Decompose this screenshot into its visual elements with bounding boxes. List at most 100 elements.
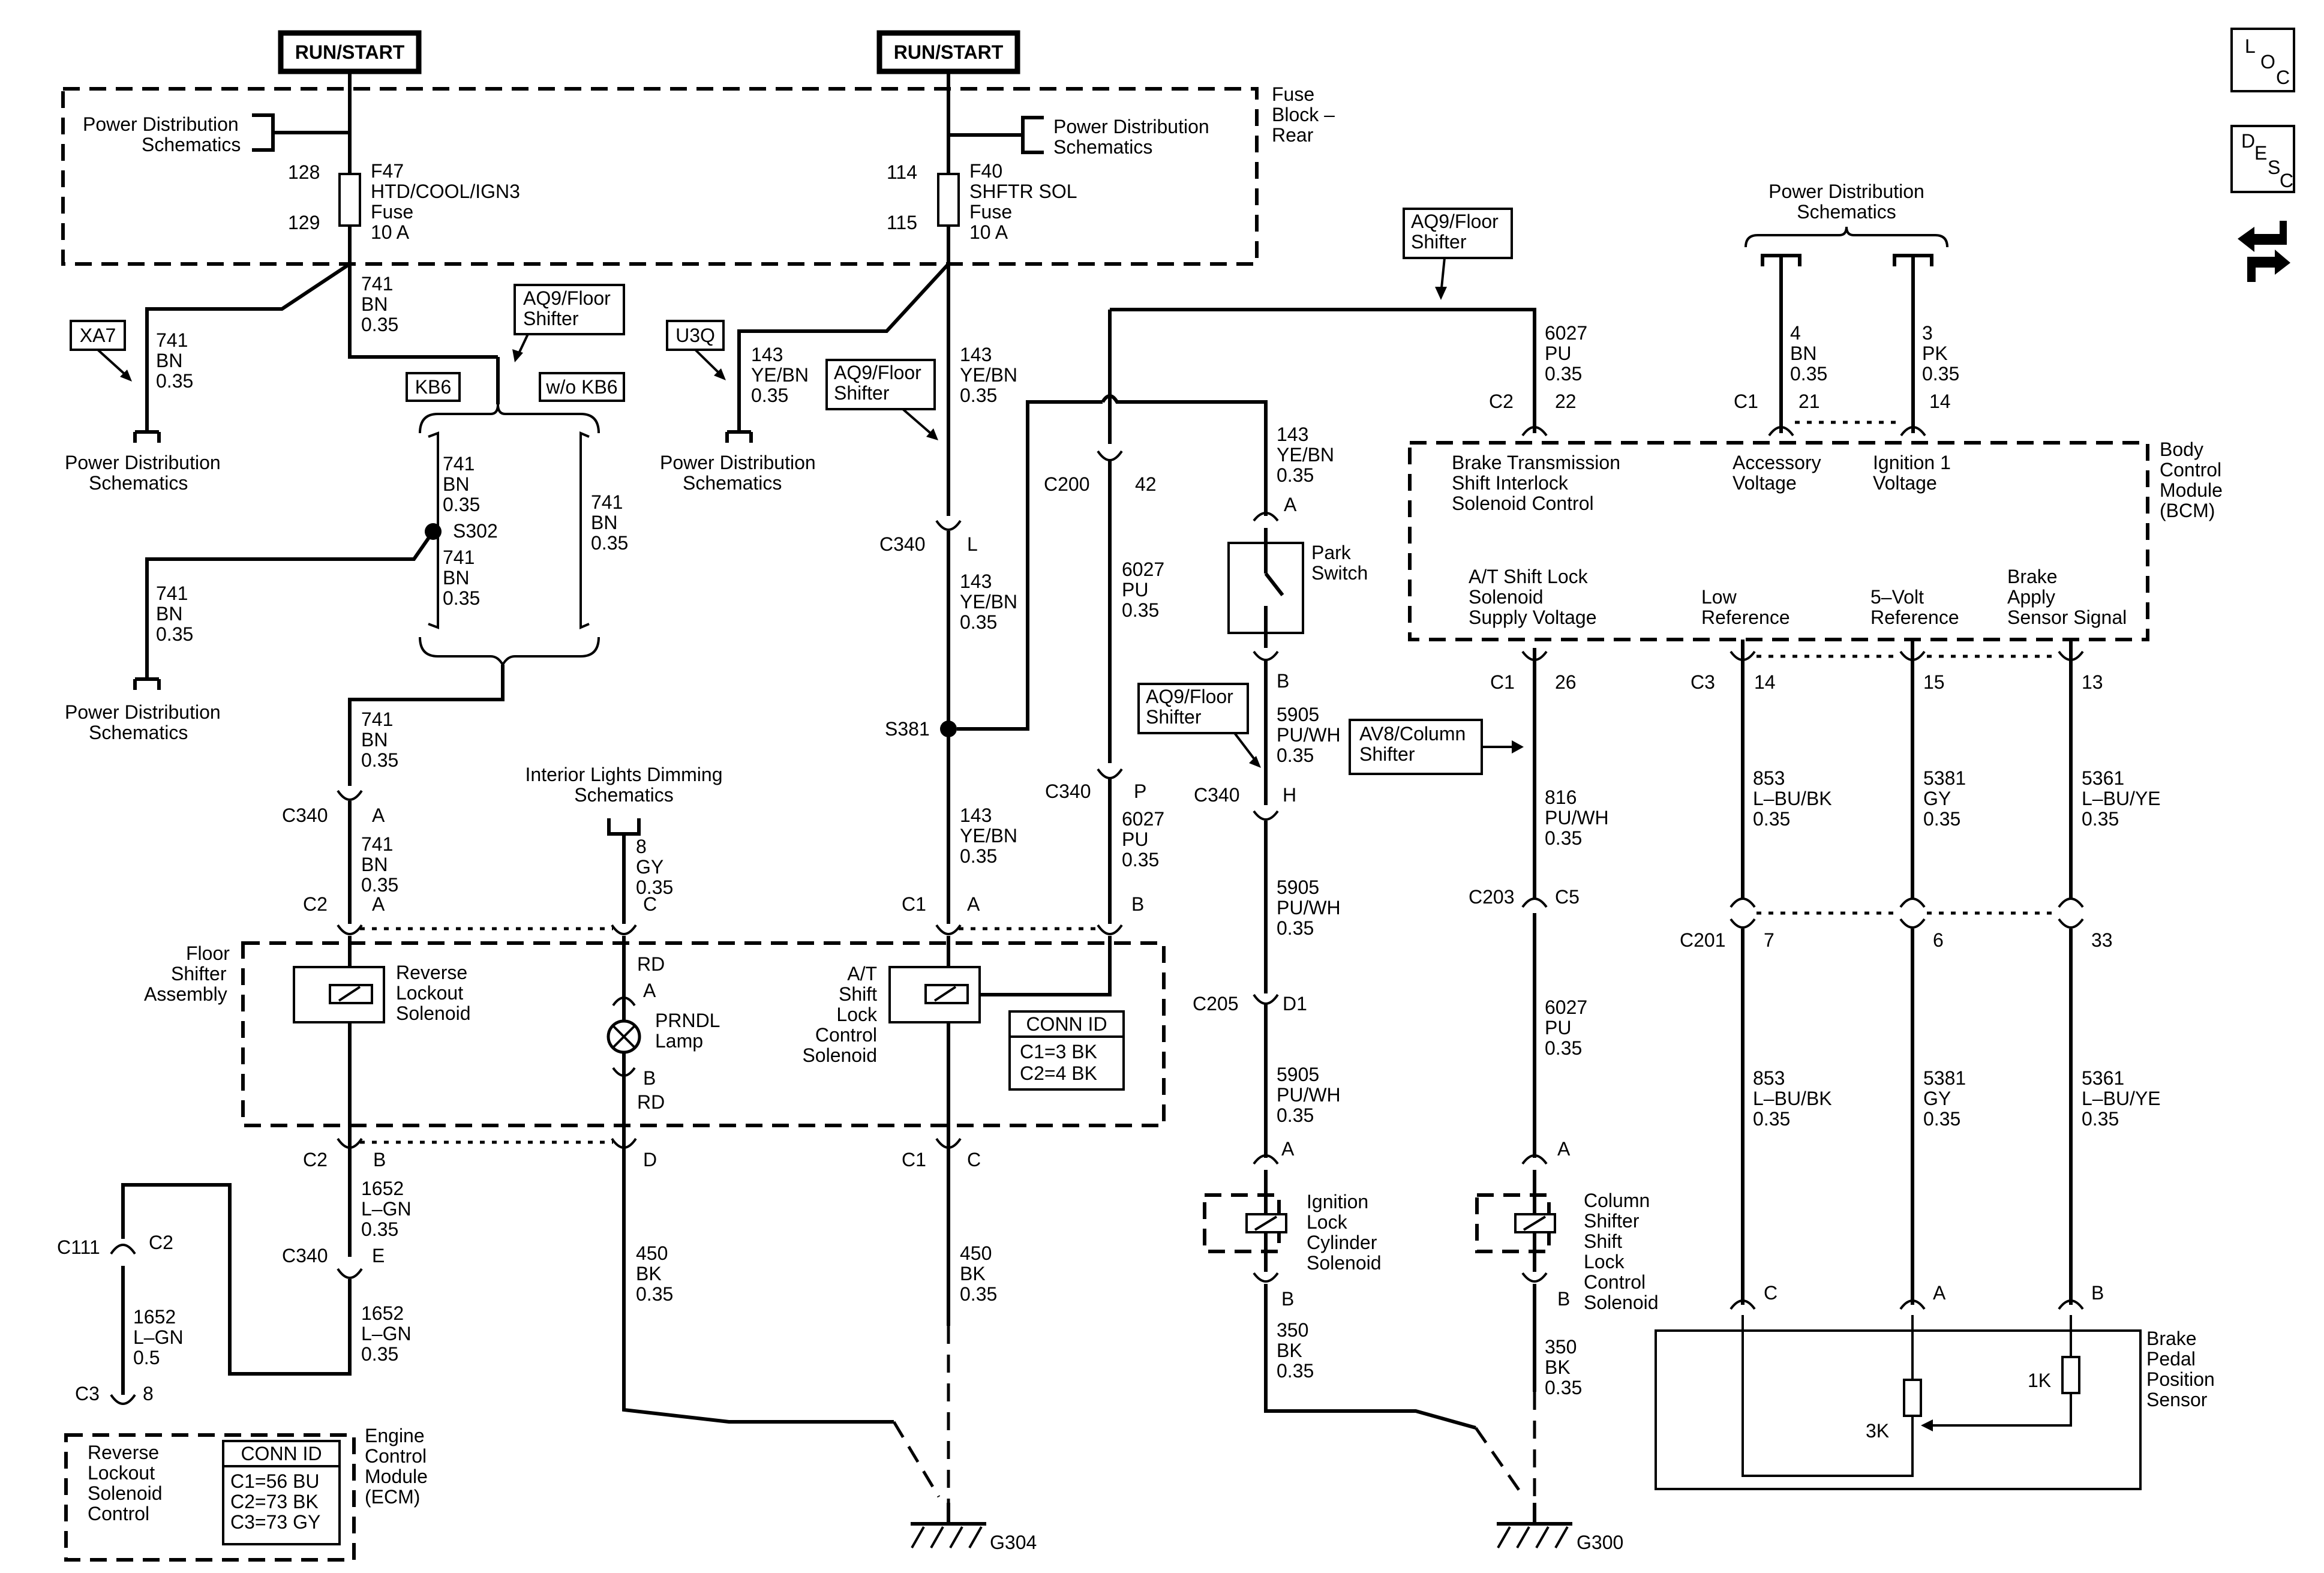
wire-816: C1 26 816 PU/WH 0.35 C203 C5 6027 PU 0.3… [1469,648,1609,1158]
svg-text:4: 4 [1790,322,1801,344]
svg-text:741: 741 [361,273,393,295]
fuse-f40: 114 115 F40 SHFTR SOL Fuse 10 A [887,71,1077,264]
svg-text:0.35: 0.35 [156,370,193,392]
svg-text:Engine: Engine [365,1425,425,1446]
svg-text:C2: C2 [149,1232,173,1253]
svg-text:Solenoid: Solenoid [1307,1252,1382,1274]
svg-text:Solenoid Control: Solenoid Control [1452,493,1594,514]
svg-text:741: 741 [443,453,475,475]
svg-text:C340: C340 [879,533,926,555]
svg-text:BN: BN [361,293,388,315]
wire-6027-c200: C200 42 6027 PU 0.35 C340 P 6027 PU 0.35 [1044,310,1268,924]
svg-text:741: 741 [443,547,475,568]
svg-text:1652: 1652 [361,1178,404,1199]
svg-text:BK: BK [960,1263,986,1284]
svg-text:Shifter: Shifter [1146,706,1202,728]
svg-text:Ignition: Ignition [1307,1191,1368,1212]
svg-text:A: A [372,893,385,915]
svg-text:Shift: Shift [1584,1230,1622,1252]
svg-text:Lockout: Lockout [396,982,463,1004]
svg-text:C3: C3 [75,1383,100,1404]
svg-text:Schematics: Schematics [1797,201,1896,223]
svg-text:42: 42 [1135,473,1157,495]
svg-text:5905: 5905 [1277,876,1319,898]
svg-text:AQ9/Floor: AQ9/Floor [1411,211,1499,232]
svg-text:S381: S381 [885,718,930,740]
option-av8: AV8/Column Shifter [1349,719,1524,775]
svg-text:Ignition 1: Ignition 1 [1873,452,1951,473]
svg-text:Rear: Rear [1272,124,1314,146]
svg-text:3K: 3K [1866,1420,1889,1442]
svg-text:6027: 6027 [1122,559,1164,580]
svg-text:0.35: 0.35 [1790,363,1827,385]
svg-text:Power Distribution: Power Distribution [1768,181,1924,202]
desc-icon[interactable]: D E S C [2230,125,2295,193]
pds-u3q: Power Distribution Schematics [660,452,816,494]
svg-text:C2: C2 [1489,391,1514,412]
svg-text:Schematics: Schematics [1053,136,1152,158]
svg-text:Shifter: Shifter [1584,1210,1640,1232]
body-control-module: Body Control Module (BCM) Brake Transmis… [1408,439,2223,641]
svg-text:RD: RD [637,953,665,975]
svg-text:C3: C3 [1691,671,1715,693]
run-start-mid: RUN/START [876,30,1020,74]
svg-text:A: A [1281,1138,1295,1160]
svg-text:PK: PK [1922,343,1948,364]
svg-text:143: 143 [960,571,992,592]
svg-text:F40: F40 [969,160,1002,182]
svg-text:Pedal: Pedal [2146,1348,2196,1370]
svg-text:BK: BK [636,1263,662,1284]
svg-text:D1: D1 [1283,993,1307,1014]
splice-s381: S381 [885,400,1103,740]
svg-text:A: A [1933,1282,1946,1304]
svg-text:PU: PU [1545,1017,1571,1038]
svg-text:114: 114 [887,161,917,183]
loc-icon[interactable]: L O C [2230,28,2295,92]
svg-text:BN: BN [361,854,388,875]
svg-text:RUN/START: RUN/START [295,41,405,63]
svg-text:L: L [967,533,978,555]
svg-text:C2: C2 [303,1149,328,1170]
svg-text:Solenoid: Solenoid [1469,586,1544,608]
svg-text:Control: Control [1584,1271,1646,1293]
column-shifter-solenoid: A Column Shifter Shift Lock Control Sole… [1475,1138,1659,1503]
interior-lights-dimming: Interior Lights Dimming Schematics 8 GY … [526,764,723,935]
svg-text:Cylinder: Cylinder [1307,1232,1377,1253]
svg-text:1652: 1652 [133,1306,176,1328]
svg-text:Lockout: Lockout [88,1462,155,1484]
svg-text:E: E [2254,142,2267,164]
svg-text:0.5: 0.5 [133,1347,160,1368]
svg-text:Schematics: Schematics [574,784,673,806]
svg-text:Shifter: Shifter [834,382,890,404]
svg-text:PU/WH: PU/WH [1277,724,1341,746]
option-aq9-a: AQ9/Floor Shifter [512,284,625,362]
svg-text:5381: 5381 [1923,1067,1966,1089]
navigation-icon[interactable] [2238,221,2290,282]
reverse-lockout-solenoid: Reverse Lockout Solenoid [293,936,471,1161]
svg-text:YE/BN: YE/BN [1277,444,1334,466]
svg-text:8: 8 [636,836,647,857]
bcm-c3-connectors: C3 14 15 13 [1691,650,2103,693]
svg-text:0.35: 0.35 [361,1343,398,1365]
svg-text:0.35: 0.35 [1277,745,1314,766]
svg-text:O: O [2260,51,2275,73]
svg-text:C340: C340 [1194,784,1240,806]
svg-text:21: 21 [1798,391,1820,412]
svg-text:U3Q: U3Q [675,325,715,346]
svg-text:BK: BK [1545,1356,1571,1378]
svg-text:14: 14 [1929,391,1951,412]
svg-text:PRNDL: PRNDL [655,1010,720,1031]
svg-text:H: H [1283,784,1296,806]
svg-text:Lock: Lock [836,1004,878,1025]
svg-text:128: 128 [288,161,320,183]
svg-text:B: B [1281,1288,1294,1310]
svg-text:Schematics: Schematics [683,472,782,494]
svg-text:RUN/START: RUN/START [894,41,1004,63]
svg-text:6: 6 [1933,929,1944,951]
svg-text:Brake: Brake [2007,566,2058,587]
floor-shifter-assembly: Floor Shifter Assembly [144,941,1166,1127]
svg-text:Switch: Switch [1311,562,1368,584]
wire-853: 853 L–BU/BK 0.35 853 L–BU/BK 0.35 [1741,640,1832,1305]
svg-text:0.35: 0.35 [1545,1377,1582,1398]
svg-text:Brake: Brake [2146,1328,2197,1349]
